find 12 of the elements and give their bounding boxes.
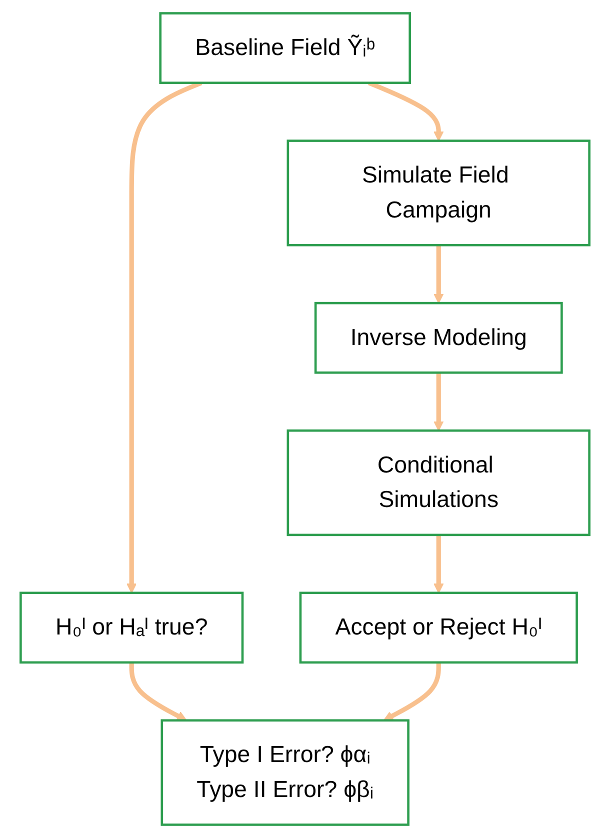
arrow [434,534,444,594]
node-box: Inverse Modeling [314,302,563,374]
arrow [383,662,441,721]
arrow [434,245,444,304]
node-box: Conditional Simulations [286,429,590,536]
node-box: H₀ᴵ or Hₐᴵ true? [20,592,244,664]
node-box: Baseline Field Ỹᵢᵇ [159,12,412,84]
arrow [434,372,444,432]
node-box: Accept or Reject H₀ᴵ [299,592,578,664]
node-box: Type I Error? ϕαᵢ Type II Error? ϕβᵢ [160,719,410,826]
node-box: Simulate Field Campaign [286,140,590,246]
arrow [129,662,187,721]
